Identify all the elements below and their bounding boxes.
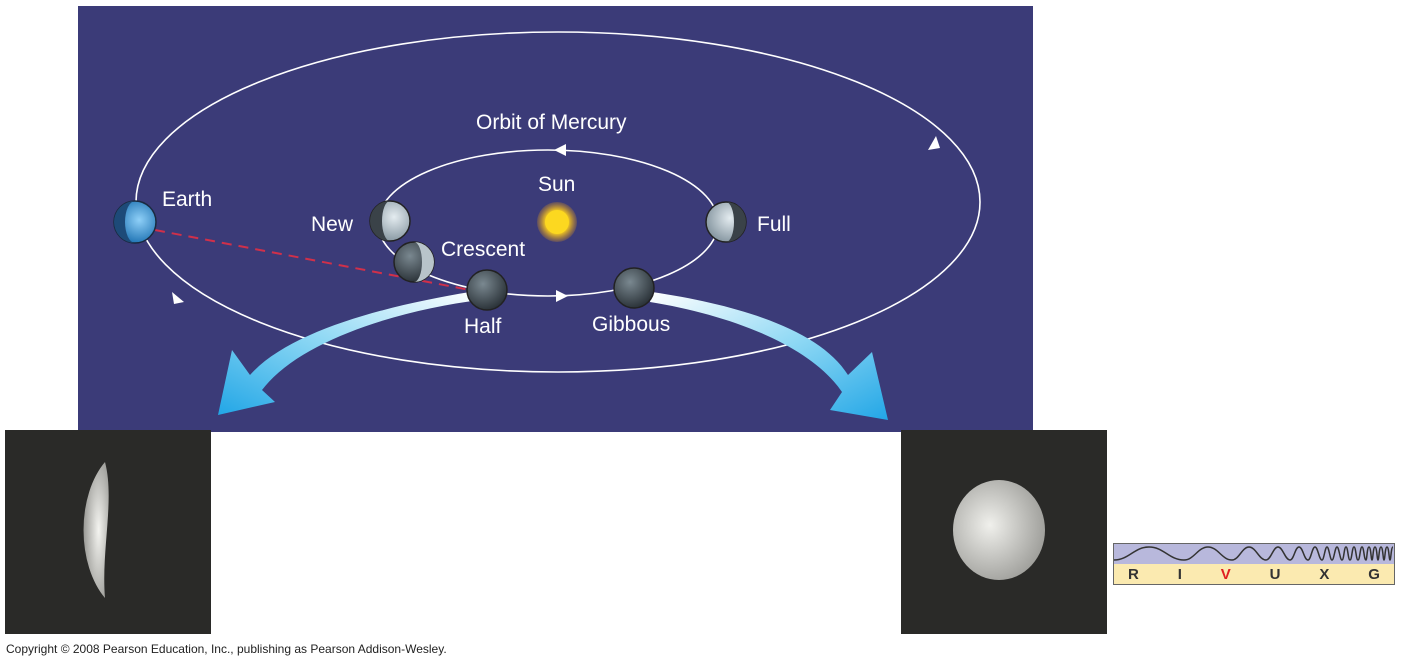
phase-label-gibbous: Gibbous — [592, 313, 670, 336]
band-u: U — [1269, 565, 1281, 583]
copyright-notice: Copyright © 2008 Pearson Education, Inc.… — [6, 642, 447, 656]
orbit-label: Orbit of Mercury — [476, 111, 627, 134]
orbit-arrow-icon — [554, 144, 566, 156]
phase-label-new: New — [311, 213, 354, 236]
band-g: G — [1368, 565, 1380, 583]
photo-half-phase — [5, 430, 211, 634]
mercury-crescent-icon — [393, 241, 435, 283]
photo-gibbous-phase — [901, 430, 1107, 634]
mercury-phases-diagram: Orbit of Mercury Sun Earth New Crescent … — [78, 6, 1033, 432]
earth-icon — [113, 200, 157, 244]
orbit-arrow-icon — [172, 292, 184, 304]
sightline — [154, 229, 471, 291]
band-x: X — [1319, 565, 1330, 583]
mercury-gibbous-icon — [613, 267, 655, 309]
phase-label-full: Full — [757, 213, 791, 236]
curved-arrow-right — [650, 292, 888, 420]
phase-label-half: Half — [464, 315, 502, 338]
mercury-new-icon — [369, 200, 411, 242]
mercury-full-icon — [705, 201, 747, 243]
curved-arrow-left — [218, 292, 480, 415]
sun-label: Sun — [538, 173, 575, 196]
spectrum-bar: R I V U X G — [1113, 543, 1395, 585]
band-r: R — [1128, 565, 1139, 583]
band-v-highlighted: V — [1220, 565, 1231, 583]
phase-label-crescent: Crescent — [441, 238, 525, 261]
band-i: I — [1177, 565, 1182, 583]
wave-graphic — [1113, 544, 1394, 564]
orbit-arrow-icon — [928, 136, 940, 150]
mercury-half-icon — [466, 269, 508, 311]
orbit-arrow-icon — [556, 290, 568, 302]
sun-core — [545, 210, 569, 234]
earth-label: Earth — [162, 188, 212, 211]
